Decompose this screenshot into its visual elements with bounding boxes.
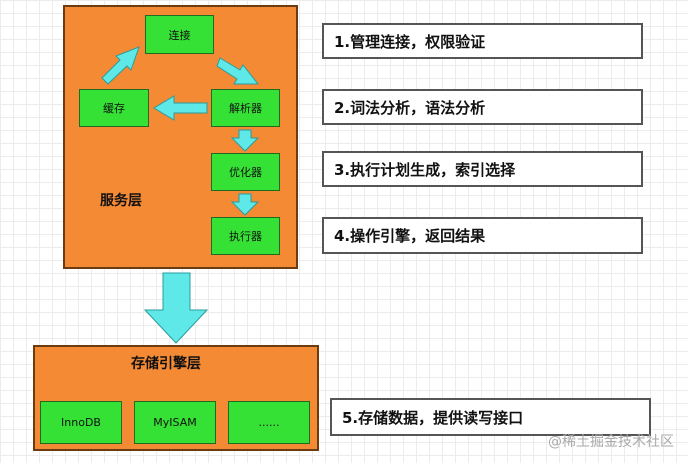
node-optimizer: 优化器 bbox=[211, 153, 280, 191]
step-3: 3.执行计划生成，索引选择 bbox=[322, 151, 643, 187]
arrow-connection-to-parser bbox=[216, 57, 260, 85]
service-layer-title: 服务层 bbox=[100, 193, 142, 209]
engine-more: ...... bbox=[228, 401, 310, 444]
watermark: @稀土掘金技术社区 bbox=[548, 434, 674, 450]
arrow-parser-to-cache bbox=[153, 95, 208, 121]
step-2: 2.词法分析，语法分析 bbox=[322, 89, 643, 125]
node-executor: 执行器 bbox=[211, 217, 280, 255]
engine-innodb: InnoDB bbox=[40, 401, 122, 444]
arrow-optimizer-to-executor bbox=[230, 193, 260, 216]
step-1: 1.管理连接，权限验证 bbox=[322, 23, 643, 59]
arrow-parser-to-optimizer bbox=[230, 129, 260, 152]
step-4: 4.操作引擎，返回结果 bbox=[322, 217, 643, 254]
arrow-cache-to-connection bbox=[101, 46, 140, 85]
arrow-service-to-storage bbox=[143, 272, 209, 344]
storage-layer-title: 存储引擎层 bbox=[131, 356, 201, 372]
node-cache: 缓存 bbox=[79, 89, 149, 127]
engine-myisam: MyISAM bbox=[134, 401, 216, 444]
node-parser: 解析器 bbox=[211, 89, 280, 127]
step-5: 5.存储数据，提供读写接口 bbox=[330, 398, 651, 436]
node-connection: 连接 bbox=[145, 15, 214, 54]
